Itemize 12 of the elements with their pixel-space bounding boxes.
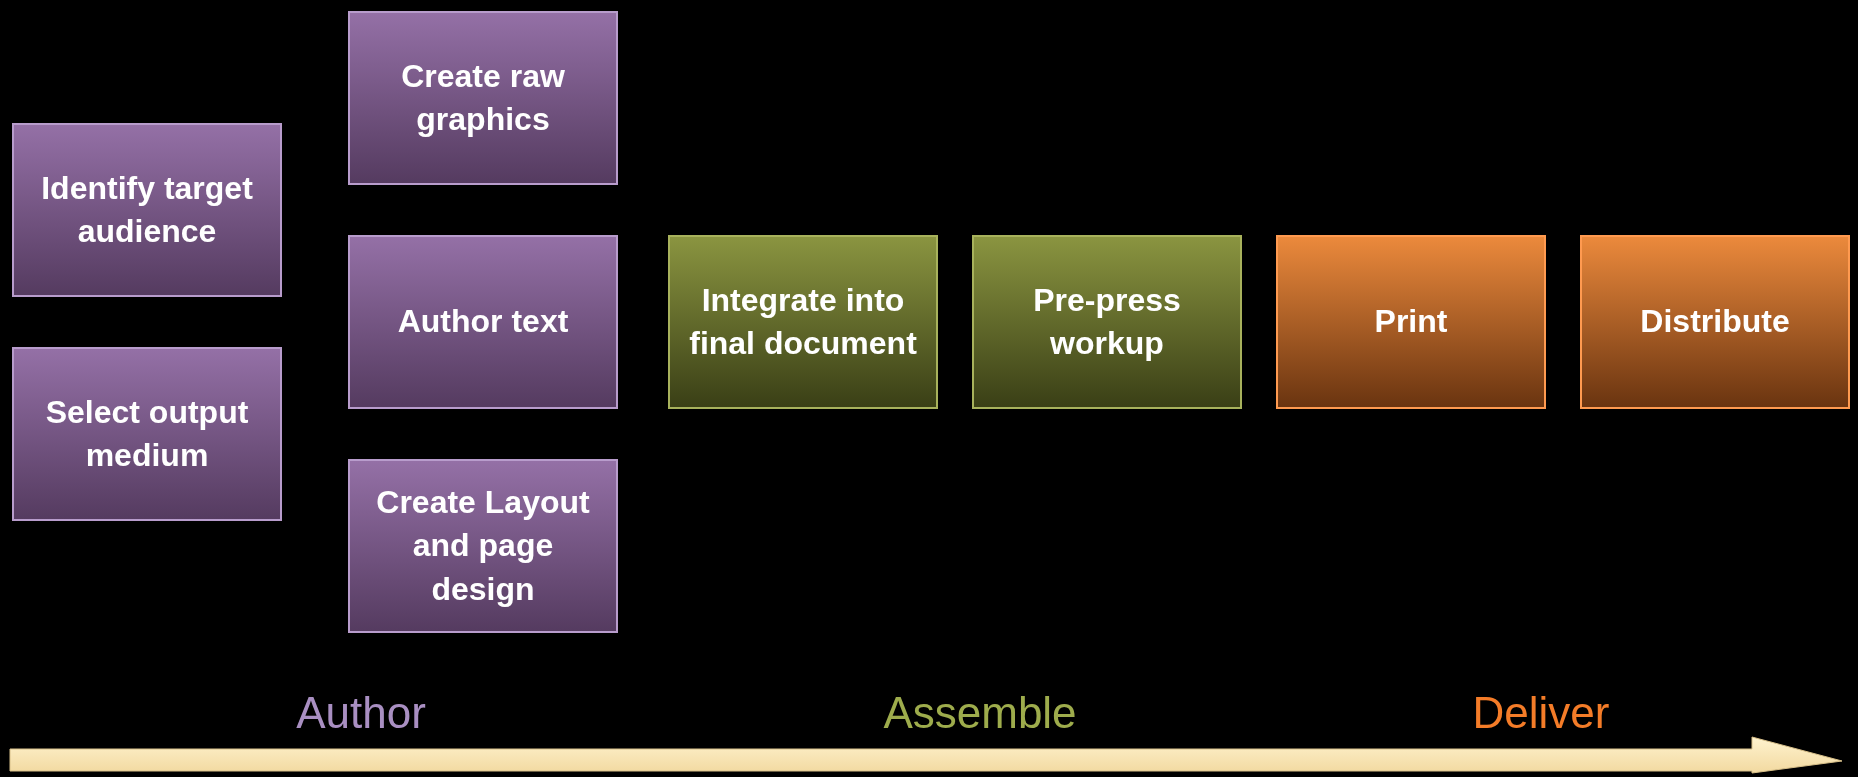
phase-label: Deliver [1472, 688, 1610, 738]
process-box: Print [1276, 235, 1546, 409]
phase-label: Assemble [883, 688, 1077, 738]
process-box: Author text [348, 235, 618, 409]
process-box: Integrate into final document [668, 235, 938, 409]
process-box: Pre-press workup [972, 235, 1242, 409]
process-box: Select output medium [12, 347, 282, 521]
phase-label: Author [296, 688, 426, 738]
process-box: Create Layout and page design [348, 459, 618, 633]
process-box: Distribute [1580, 235, 1850, 409]
process-box: Identify target audience [12, 123, 282, 297]
process-box: Create raw graphics [348, 11, 618, 185]
